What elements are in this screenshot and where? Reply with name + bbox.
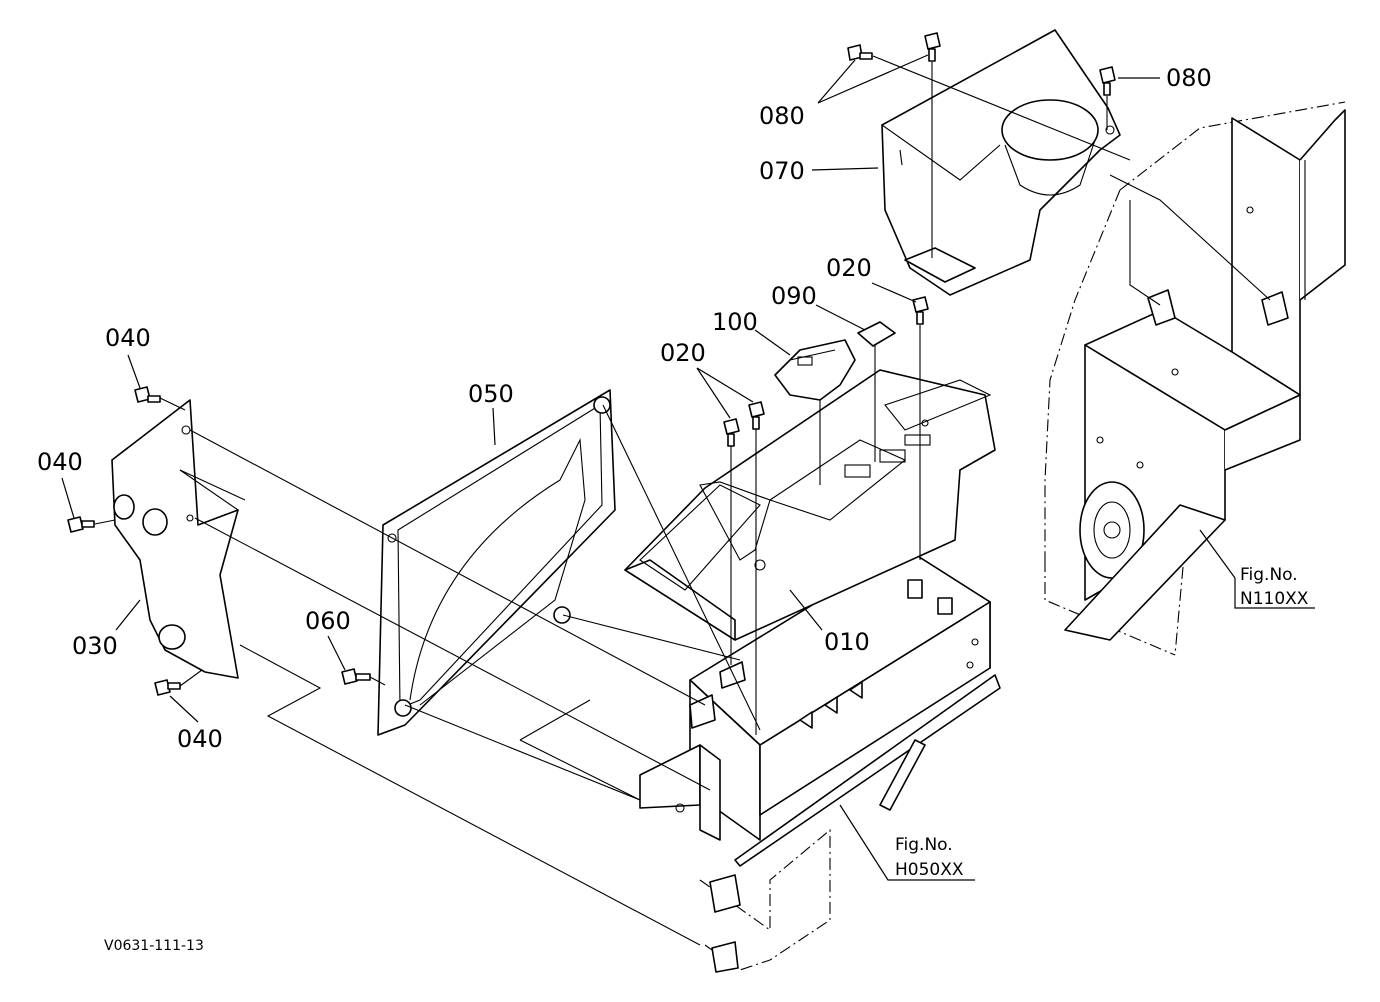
fig-ref-label-h050: Fig.No.: [895, 835, 953, 855]
label-040-mid: 040: [37, 448, 83, 476]
bolt-020-a: [912, 296, 929, 325]
bolt-080-a: [847, 44, 873, 61]
bolt-080-c: [1099, 66, 1116, 96]
part-050-side-cover: [377, 389, 616, 736]
label-040-bottom: 040: [177, 725, 223, 753]
label-010: 010: [824, 628, 870, 656]
label-030: 030: [72, 632, 118, 660]
part-100-cover: [774, 339, 856, 401]
bolt-020-c: [748, 401, 765, 430]
assembly-lines: [94, 55, 1271, 946]
label-020-top: 020: [826, 254, 872, 282]
part-030-left-cover: [111, 399, 239, 679]
drawing-code: V0631-111-13: [104, 938, 204, 954]
bolt-060: [341, 668, 371, 685]
fig-ref-n110: N110XX: [1240, 589, 1309, 609]
label-070: 070: [759, 157, 805, 185]
bolt-040-b: [67, 516, 95, 533]
label-080-left: 080: [759, 102, 805, 130]
bolt-040-a: [134, 386, 161, 403]
reference-assembly-n110: [1044, 101, 1346, 656]
label-100: 100: [712, 308, 758, 336]
part-070-cup-holder: [881, 29, 1121, 296]
bolt-020-b: [723, 418, 740, 447]
label-050: 050: [468, 380, 514, 408]
part-090-pad: [857, 321, 896, 347]
leader-lines: [61, 54, 1315, 881]
label-040-top: 040: [105, 324, 151, 352]
bolt-080-b: [924, 32, 941, 62]
fig-ref-label-n110: Fig.No.: [1240, 565, 1298, 585]
label-080-right: 080: [1166, 64, 1212, 92]
fig-ref-h050: H050XX: [895, 860, 964, 880]
label-060: 060: [305, 607, 351, 635]
reference-assembly-h050: [639, 547, 1001, 973]
label-090: 090: [771, 282, 817, 310]
bolt-040-c: [154, 679, 181, 696]
part-010-console: [624, 369, 996, 641]
label-020-left: 020: [660, 339, 706, 367]
